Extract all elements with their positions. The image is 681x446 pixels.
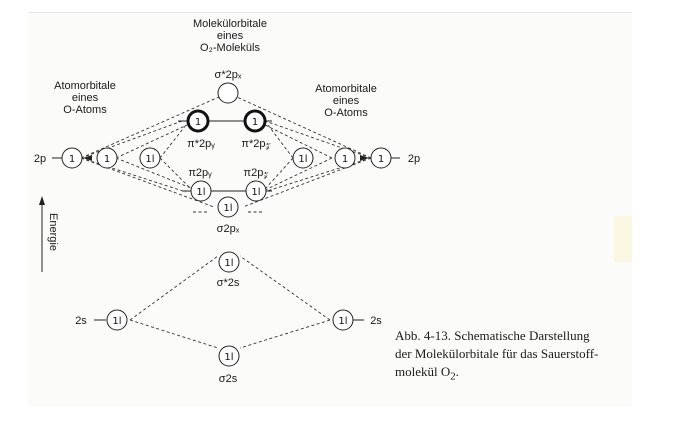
orbital-sigma-star-2s: 1l σ*2s [217,251,240,289]
svg-text:1: 1 [104,154,110,165]
energy-axis-arrowhead [39,196,45,205]
svg-text:1l: 1l [298,154,307,165]
svg-text:1: 1 [69,154,75,165]
caption-line-3-text: molekül O [395,364,451,379]
svg-text:1l: 1l [224,352,233,363]
left-atom-2p: 2p 1 1 1l [34,147,161,169]
svg-text:1: 1 [378,154,384,165]
orbital-label-pi-star-2pz: π*2p𝓏 [241,138,270,150]
left-atom-label-2: eines [72,92,99,104]
right-atom-label-3: O-Atoms [324,107,368,119]
svg-text:1l: 1l [251,187,260,198]
orbital-label-pi-star-2py: π*2pᵧ [187,138,215,150]
caption-line-2: der Molekülorbitale für das Sauerstoff- [395,346,599,361]
svg-text:1: 1 [252,117,258,128]
scan-top-border [28,12,632,13]
orbital-pi-star-2py: 1 π*2pᵧ [186,109,215,150]
header-line-1: Molekülorbitale [193,18,267,30]
svg-text:1l: 1l [338,316,347,327]
orbital-label-sigma-star-2px: σ*2pₓ [215,69,242,81]
right-2p-arrowhead [360,155,369,161]
left-2p-label: 2p [34,153,46,165]
svg-text:1l: 1l [224,258,233,269]
right-atom-2p: 1l 1 1 2p [292,147,420,169]
left-atom-label-1: Atomorbitale [54,80,116,92]
svg-text:1l: 1l [145,154,154,165]
svg-text:1: 1 [195,117,201,128]
right-atom-label-1: Atomorbitale [315,83,377,95]
left-2p-arrowhead [83,155,92,161]
orbital-pi-2py: π2pᵧ 1l [188,167,212,202]
connections-2s [129,255,331,349]
figure-caption: Abb. 4-13. Schematische Darstellung der … [395,327,635,386]
energy-axis-label: Energie [47,213,59,251]
caption-line-1: Abb. 4-13. Schematische Darstellung [395,328,590,343]
orbital-pi-star-2pz: 1 π*2p𝓏 [241,109,271,150]
svg-text:1: 1 [342,154,348,165]
left-atom-2s: 2s 1l [75,309,128,331]
right-2s-label: 2s [370,315,382,327]
orbital-sigma-2s: 1l σ2s [218,345,240,385]
scan-edge-mark [614,216,632,262]
right-atom-label-2: eines [333,95,360,107]
orbital-label-pi-2pz: π2p𝓏 [244,167,269,179]
orbital-label-sigma-star-2s: σ*2s [217,277,240,289]
caption-line-3-end: . [455,364,459,379]
left-2s-label: 2s [75,315,87,327]
header-line-2: eines [217,30,244,42]
svg-text:1l: 1l [112,316,121,327]
caption-line-3: molekül O2. [395,363,635,386]
orbital-pi-2pz: π2p𝓏 1l [244,167,269,202]
orbital-sigma-2px: 1l σ2pₓ [217,196,240,235]
scanned-figure [28,14,632,406]
header-line-3: O₂-Moleküls [200,42,260,54]
svg-text:1l: 1l [223,203,232,214]
orbital-label-pi-2py: π2pᵧ [188,167,212,179]
right-atom-2s: 1l 2s [332,309,382,331]
orbital-sigma-star-2px: σ*2pₓ [215,69,242,104]
svg-text:1l: 1l [196,187,205,198]
left-atom-label-3: O-Atoms [63,104,107,116]
right-2p-label: 2p [408,153,420,165]
caption-line-3-subscript: 2 [450,370,456,383]
orbital-label-sigma-2s: σ2s [219,373,238,385]
orbital-label-sigma-2px: σ2pₓ [217,223,240,235]
